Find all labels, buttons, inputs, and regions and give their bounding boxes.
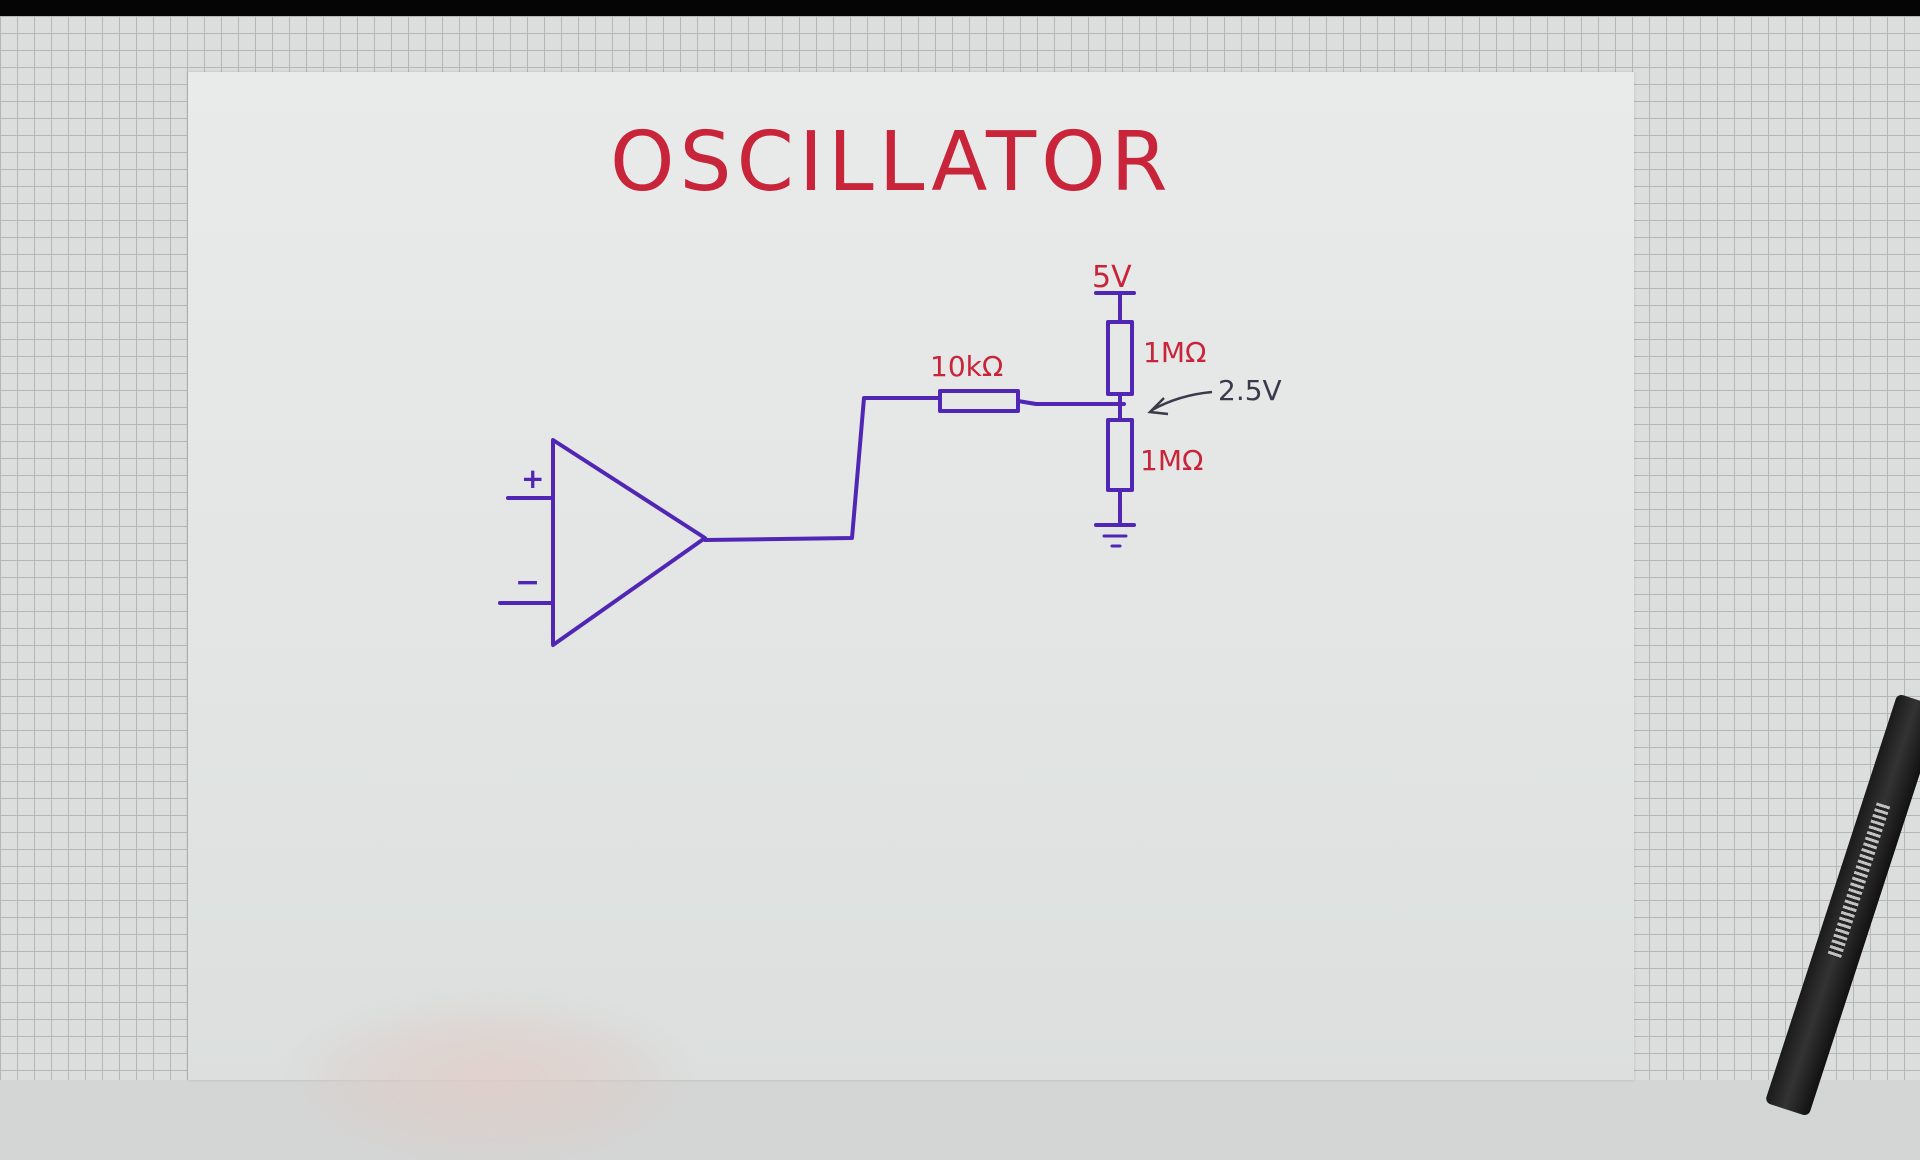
oscillator-schematic: OSCILLATOR + − 10kΩ 5V 1MΩ 1MΩ 2.5V bbox=[498, 115, 1282, 647]
series-resistor bbox=[938, 389, 1020, 413]
midpoint-arrow bbox=[1151, 390, 1213, 412]
midpoint-voltage-label: 2.5V bbox=[1218, 374, 1282, 407]
divider-top-label: 1MΩ bbox=[1143, 336, 1206, 369]
supply-voltage-label: 5V bbox=[1092, 260, 1132, 295]
series-resistor-label: 10kΩ bbox=[930, 350, 1003, 383]
top-black-bar bbox=[0, 0, 1920, 16]
paper-sheet bbox=[188, 72, 1634, 1080]
resistor-to-divider-wire bbox=[1016, 399, 1126, 406]
divider-bottom-resistor bbox=[1106, 418, 1134, 492]
page-title: OSCILLATOR bbox=[610, 115, 1173, 210]
opamp-triangle bbox=[551, 438, 707, 647]
opamp-minus-sign: − bbox=[515, 565, 540, 600]
opamp-plus-sign: + bbox=[521, 462, 544, 495]
ground-symbol bbox=[1094, 523, 1136, 548]
blurred-hand bbox=[300, 1000, 680, 1160]
divider-top-resistor bbox=[1106, 320, 1134, 396]
divider-bottom-label: 1MΩ bbox=[1140, 444, 1203, 477]
output-wire bbox=[703, 396, 942, 542]
arrow-head-icon bbox=[1147, 397, 1169, 416]
